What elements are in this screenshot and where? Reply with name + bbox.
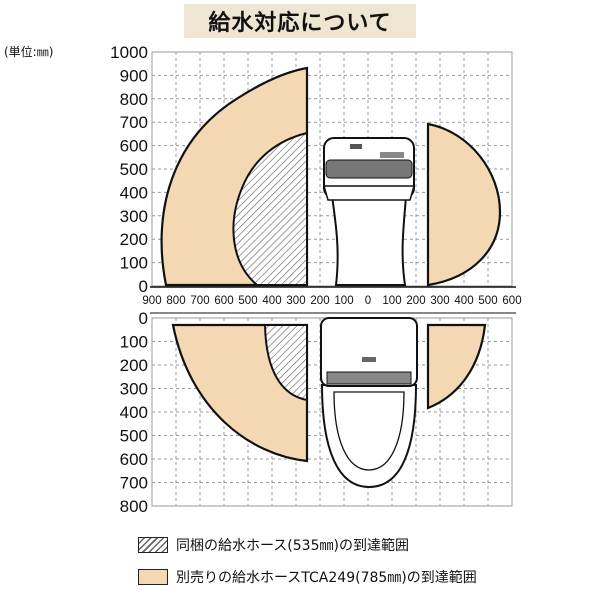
top-y-tick-label: 700 [120,113,148,132]
top-included-hose-area [232,131,308,286]
page-title: 給水対応について [208,11,392,36]
toilet-rear-panel [326,371,412,385]
toilet-bowl-top [320,384,418,489]
x-tick-label: 700 [190,295,209,307]
x-tick-label: 300 [286,295,305,307]
x-tick-label: 600 [214,295,233,307]
x-tick-label: 200 [310,295,329,307]
bottom-y-tick-label: 300 [120,380,148,399]
bottom-y-tick-label: 700 [120,474,148,493]
toilet-seat-unit-top [320,317,418,387]
toilet-bowl-inner-rim [333,391,405,471]
toilet-indicator-light [350,144,362,149]
top-y-tick-label: 200 [120,230,148,249]
x-tick-label: 900 [142,295,161,307]
top-y-tick-label: 0 [139,277,148,296]
bottom-y-tick-label: 0 [139,309,148,328]
legend-label-included-hose: 同梱の給水ホース(535㎜)の到達範囲 [176,538,409,554]
bottom-y-tick-label: 800 [120,497,148,516]
unit-label: (単位:㎜) [4,45,54,59]
bottom-y-tick-label: 100 [120,333,148,352]
title-bar: 給水対応について [184,4,416,38]
top-y-tick-label: 500 [120,160,148,179]
toilet-front-view [323,137,415,286]
x-tick-label: 500 [478,295,497,307]
toilet-top-indicator [362,357,376,362]
legend-row-included-hose: 同梱の給水ホース(535㎜)の到達範囲 [138,533,409,557]
legend-label-optional-hose: 別売りの給水ホースTCA249(785㎜)の到達範囲 [176,570,477,586]
bottom-y-tick-label: 600 [120,450,148,469]
toilet-top-view [320,317,418,489]
top-y-tick-label: 100 [120,254,148,273]
toilet-seat-rim-front [323,185,415,201]
top-y-tick-label: 300 [120,207,148,226]
legend: 同梱の給水ホース(535㎜)の到達範囲 別売りの給水ホースTCA249(785㎜… [138,531,578,593]
x-tick-label: 300 [430,295,449,307]
bottom-right-optional-hose-area [426,323,487,410]
legend-row-optional-hose: 別売りの給水ホースTCA249(785㎜)の到達範囲 [138,565,477,589]
x-tick-label: 200 [406,295,425,307]
bottom-y-tick-label: 400 [120,403,148,422]
top-y-tick-label: 400 [120,183,148,202]
bottom-y-axis: 0 100 200 300 400 500 600 700 800 [120,309,148,516]
bottom-y-tick-label: 500 [120,427,148,446]
x-tick-label: 100 [382,295,401,307]
toilet-control-panel [325,159,413,179]
toilet-indicator-strip [380,152,404,158]
toilet-bowl-front [330,195,408,286]
bottom-included-hose-area [263,324,308,402]
x-tick-label: 400 [262,295,281,307]
hatched-swatch [138,537,168,553]
x-tick-label: 600 [502,295,521,307]
x-tick-label: 0 [365,295,371,307]
top-y-tick-label: 1000 [110,43,148,62]
top-y-tick-label: 600 [120,137,148,156]
x-tick-label: 100 [334,295,353,307]
x-tick-label: 800 [166,295,185,307]
tan-swatch [138,569,168,585]
x-tick-label: 500 [238,295,257,307]
bottom-y-tick-label: 200 [120,356,148,375]
top-right-optional-hose-area [426,122,502,287]
x-axis: 900 800 700 600 500 400 300 200 100 0 100 200 300 400… [142,295,521,307]
x-tick-label: 400 [454,295,473,307]
top-y-tick-label: 900 [120,66,148,85]
top-y-tick-label: 800 [120,90,148,109]
